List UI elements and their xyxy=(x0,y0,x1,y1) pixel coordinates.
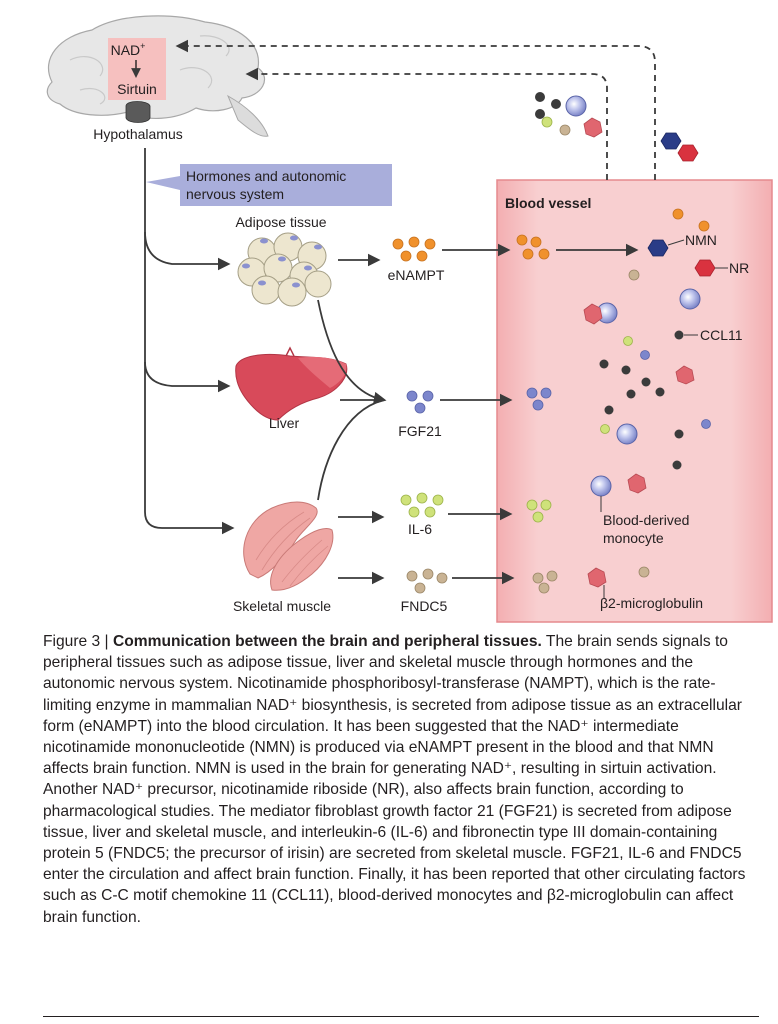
monocyte-label-line-2: monocyte xyxy=(603,530,664,546)
fgf21-cluster xyxy=(406,390,434,414)
hormones-signal-box: Hormones and autonomic nervous system xyxy=(146,164,392,206)
caption-bottom-rule xyxy=(43,1016,759,1017)
brain-illustration: NAD+ Sirtuin Hypothalamus xyxy=(46,15,269,142)
nr-hexagons xyxy=(677,144,716,277)
enampt-cluster xyxy=(392,236,436,262)
nr-label: NR xyxy=(729,260,749,276)
vessel-label-leaders xyxy=(600,239,728,598)
nad-label: NAD+ xyxy=(111,41,146,58)
vessel-fgf21-cluster xyxy=(526,350,711,429)
hypothalamus-label: Hypothalamus xyxy=(93,126,183,142)
monocyte-label-line-1: Blood-derived xyxy=(603,512,689,528)
figure-title: Communication between the brain and peri… xyxy=(112,633,542,650)
sirtuin-label: Sirtuin xyxy=(117,81,157,97)
figure-caption: Figure 3 | Communication between the bra… xyxy=(43,631,759,928)
caption-paragraph: Figure 3 | Communication between the bra… xyxy=(43,631,759,928)
muscle-label: Skeletal muscle xyxy=(233,598,331,614)
fndc5-cluster xyxy=(406,568,448,594)
b2-microglobulin-icons xyxy=(583,117,695,588)
blood-to-brain-dashed-arrows xyxy=(175,39,656,180)
il6-label: IL-6 xyxy=(408,521,432,537)
tissue-to-factor-arrows xyxy=(338,253,385,585)
tissue-to-fgf21-arrows xyxy=(317,299,387,501)
nmn-hexagons xyxy=(647,132,682,257)
vessel-il6-cluster xyxy=(526,116,633,523)
skeletal-muscle: Skeletal muscle xyxy=(233,501,334,614)
signal-box-line-2: nervous system xyxy=(186,186,284,202)
il6-cluster xyxy=(400,492,444,518)
ccl11-label: CCL11 xyxy=(700,327,743,343)
adipose-tissue: Adipose tissue xyxy=(235,214,332,307)
caption-text: The brain sends signals to peripheral ti… xyxy=(43,633,746,926)
fndc5-label: FNDC5 xyxy=(401,598,448,614)
blood-vessel-label: Blood vessel xyxy=(505,195,591,211)
monocyte-icons xyxy=(565,95,701,497)
brain-to-tissue-arrows xyxy=(144,148,235,535)
enampt-label: eNAMPT xyxy=(388,267,445,283)
hypothalamus-icon xyxy=(125,101,151,123)
liver-label: Liver xyxy=(269,415,300,431)
factor-to-vessel-arrows xyxy=(440,243,639,585)
vessel-ccl11-particles xyxy=(535,92,684,470)
figure-label: Figure 3 | xyxy=(43,633,109,650)
vessel-enampt-cluster xyxy=(516,208,710,260)
signal-box-line-1: Hormones and autonomic xyxy=(186,168,346,184)
b2m-label: β2-microglobulin xyxy=(600,595,703,611)
brain-periphery-diagram: Blood vessel NAD+ Sirtuin Hypothalamus H… xyxy=(46,15,773,623)
fgf21-label: FGF21 xyxy=(398,423,442,439)
vessel-fndc5-cluster xyxy=(532,124,650,594)
liver: Liver xyxy=(235,346,348,431)
nmn-label: NMN xyxy=(685,232,717,248)
adipose-label: Adipose tissue xyxy=(235,214,326,230)
